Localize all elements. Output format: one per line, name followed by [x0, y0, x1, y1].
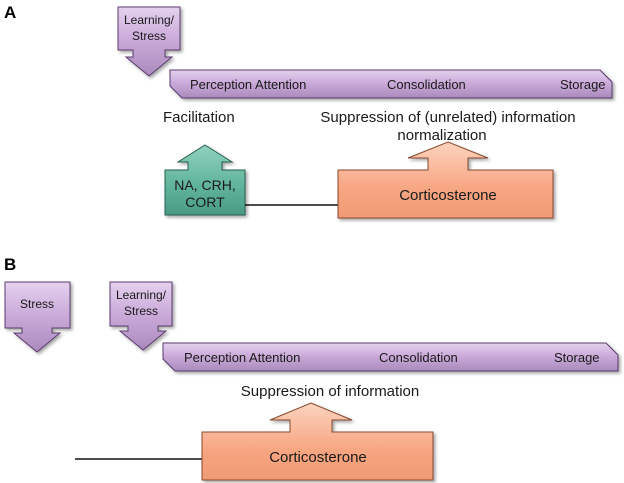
- learning-stress-a-line2: Stress: [132, 29, 166, 43]
- timeline-b-stage-storage: Storage: [554, 350, 600, 365]
- suppression-label-a-line2: normalization: [397, 127, 486, 144]
- mediator-box: [164, 144, 246, 216]
- corticosterone-label-a: Corticosterone: [399, 187, 497, 204]
- timeline-b-stage-consolidation: Consolidation: [379, 350, 458, 365]
- learning-stress-a-line1: Learning/: [124, 13, 175, 27]
- stress-box-b-label: Stress: [20, 297, 54, 311]
- stress-box-b: [4, 281, 71, 353]
- suppression-label-b: Suppression of information: [241, 383, 419, 400]
- learning-stress-b-line2: Stress: [124, 304, 158, 318]
- panel-b-letter: B: [4, 255, 16, 274]
- timeline-a-stage-storage: Storage: [560, 77, 606, 92]
- timeline-a-stage-perception: Perception Attention: [190, 77, 306, 92]
- corticosterone-label-b: Corticosterone: [269, 449, 367, 466]
- timeline-a-stage-consolidation: Consolidation: [387, 77, 466, 92]
- timeline-bar-a: [169, 69, 613, 99]
- facilitation-label: Facilitation: [163, 109, 235, 126]
- corticosterone-box-a: [337, 141, 554, 219]
- timeline-b-stage-perception: Perception Attention: [184, 350, 300, 365]
- timeline-bar-b: [162, 342, 619, 372]
- panel-a: A Perception Attention Consolidation Sto…: [4, 3, 613, 219]
- mediator-box-line1: NA, CRH,: [174, 177, 235, 193]
- panel-a-letter: A: [4, 3, 16, 22]
- learning-stress-box-a: [117, 6, 181, 77]
- mediator-box-line2: CORT: [185, 194, 225, 210]
- suppression-label-a-line1: Suppression of (unrelated) information: [320, 109, 575, 126]
- corticosterone-box-b: [201, 402, 434, 481]
- learning-stress-box-b: [109, 281, 173, 351]
- learning-stress-b-line1: Learning/: [116, 288, 167, 302]
- panel-b: B Stress Learning/ Stress Perception Att…: [4, 255, 619, 481]
